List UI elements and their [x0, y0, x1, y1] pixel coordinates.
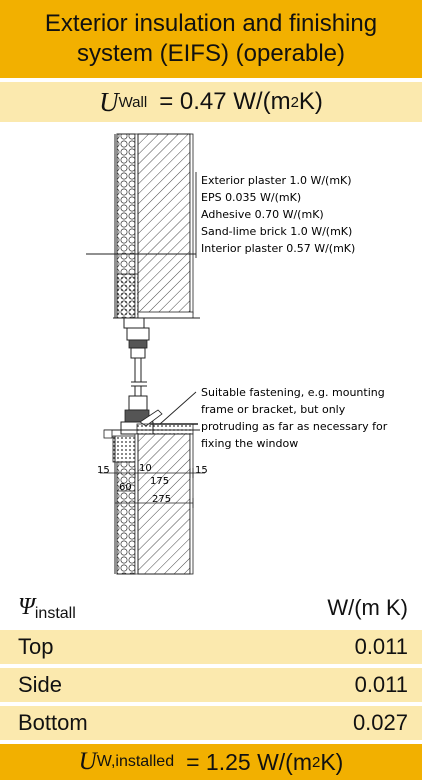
- dim-15-left: 15: [97, 465, 110, 476]
- psi-row-side: Side 0.011: [0, 668, 422, 702]
- material-labels: Exterior plaster 1.0 W/(mK) EPS 0.035 W/…: [201, 174, 355, 255]
- u-wall-exponent: 2: [290, 93, 299, 111]
- psi-symbol: Ψ: [18, 593, 35, 620]
- dim-15-right: 15: [195, 465, 208, 476]
- u-wall-value: = 0.47 W/(m: [159, 88, 291, 115]
- leader-lines: [86, 172, 197, 425]
- dimension-lines: [100, 468, 205, 508]
- dim-175: 175: [150, 476, 169, 487]
- u-window-unit-tail: K): [320, 748, 344, 775]
- section-svg: Exterior plaster 1.0 W/(mK) EPS 0.035 W/…: [86, 133, 388, 575]
- fastening-note-line-4: fixing the window: [201, 437, 298, 450]
- u-window-exponent: 2: [312, 753, 321, 771]
- u-window-symbol: U: [78, 748, 97, 775]
- u-wall-subscript: Wall: [118, 93, 148, 111]
- dim-275: 275: [152, 494, 171, 505]
- psi-header: Ψinstall W/(m K): [0, 588, 422, 628]
- psi-row-value: 0.027: [352, 710, 408, 735]
- fastening-note-line-3: protruding as far as necessary for: [201, 420, 388, 433]
- dimension-labels: 15 10 175 15 60 275: [97, 463, 208, 505]
- title-line-2: system (EIFS) (operable): [76, 40, 346, 67]
- psi-row-value: 0.011: [354, 634, 408, 659]
- label-sand-lime-brick: Sand-lime brick 1.0 W/(mK): [201, 225, 352, 238]
- dim-10: 10: [139, 463, 152, 474]
- wall-section-drawing: Exterior plaster 1.0 W/(mK) EPS 0.035 W/…: [0, 124, 422, 582]
- psi-row-value: 0.011: [354, 672, 408, 697]
- psi-row-label: Side: [18, 672, 63, 697]
- psi-subscript: install: [34, 604, 76, 622]
- psi-row-bottom: Bottom 0.027: [0, 706, 422, 740]
- psi-row-top: Top 0.011: [0, 630, 422, 664]
- psi-unit: W/(m K): [327, 595, 408, 620]
- window-frame: [120, 317, 163, 435]
- dim-60: 60: [119, 482, 132, 493]
- upper-wall: [113, 133, 200, 319]
- title-line-1: Exterior insulation and finishing: [44, 10, 378, 37]
- psi-label: Ψinstall: [18, 594, 76, 623]
- label-interior-plaster: Interior plaster 0.57 W/(mK): [201, 242, 355, 255]
- u-wall-unit-tail: K): [298, 88, 323, 115]
- u-wall-symbol: U: [99, 86, 119, 117]
- label-eps: EPS 0.035 W/(mK): [201, 191, 301, 204]
- u-window-value: = 1.25 W/(m: [186, 748, 312, 775]
- label-adhesive: Adhesive 0.70 W/(mK): [201, 208, 324, 221]
- fastening-note: Suitable fastening, e.g. mounting frame …: [201, 386, 388, 450]
- psi-row-label: Top: [18, 634, 54, 659]
- label-exterior-plaster: Exterior plaster 1.0 W/(mK): [201, 174, 352, 187]
- fastening-note-line-1: Suitable fastening, e.g. mounting: [201, 386, 385, 399]
- header: Exterior insulation and finishing system…: [0, 0, 422, 78]
- u-window-subscript: W,installed: [96, 753, 175, 770]
- psi-row-label: Bottom: [18, 710, 88, 735]
- fastening-note-line-2: frame or bracket, but only: [201, 403, 346, 416]
